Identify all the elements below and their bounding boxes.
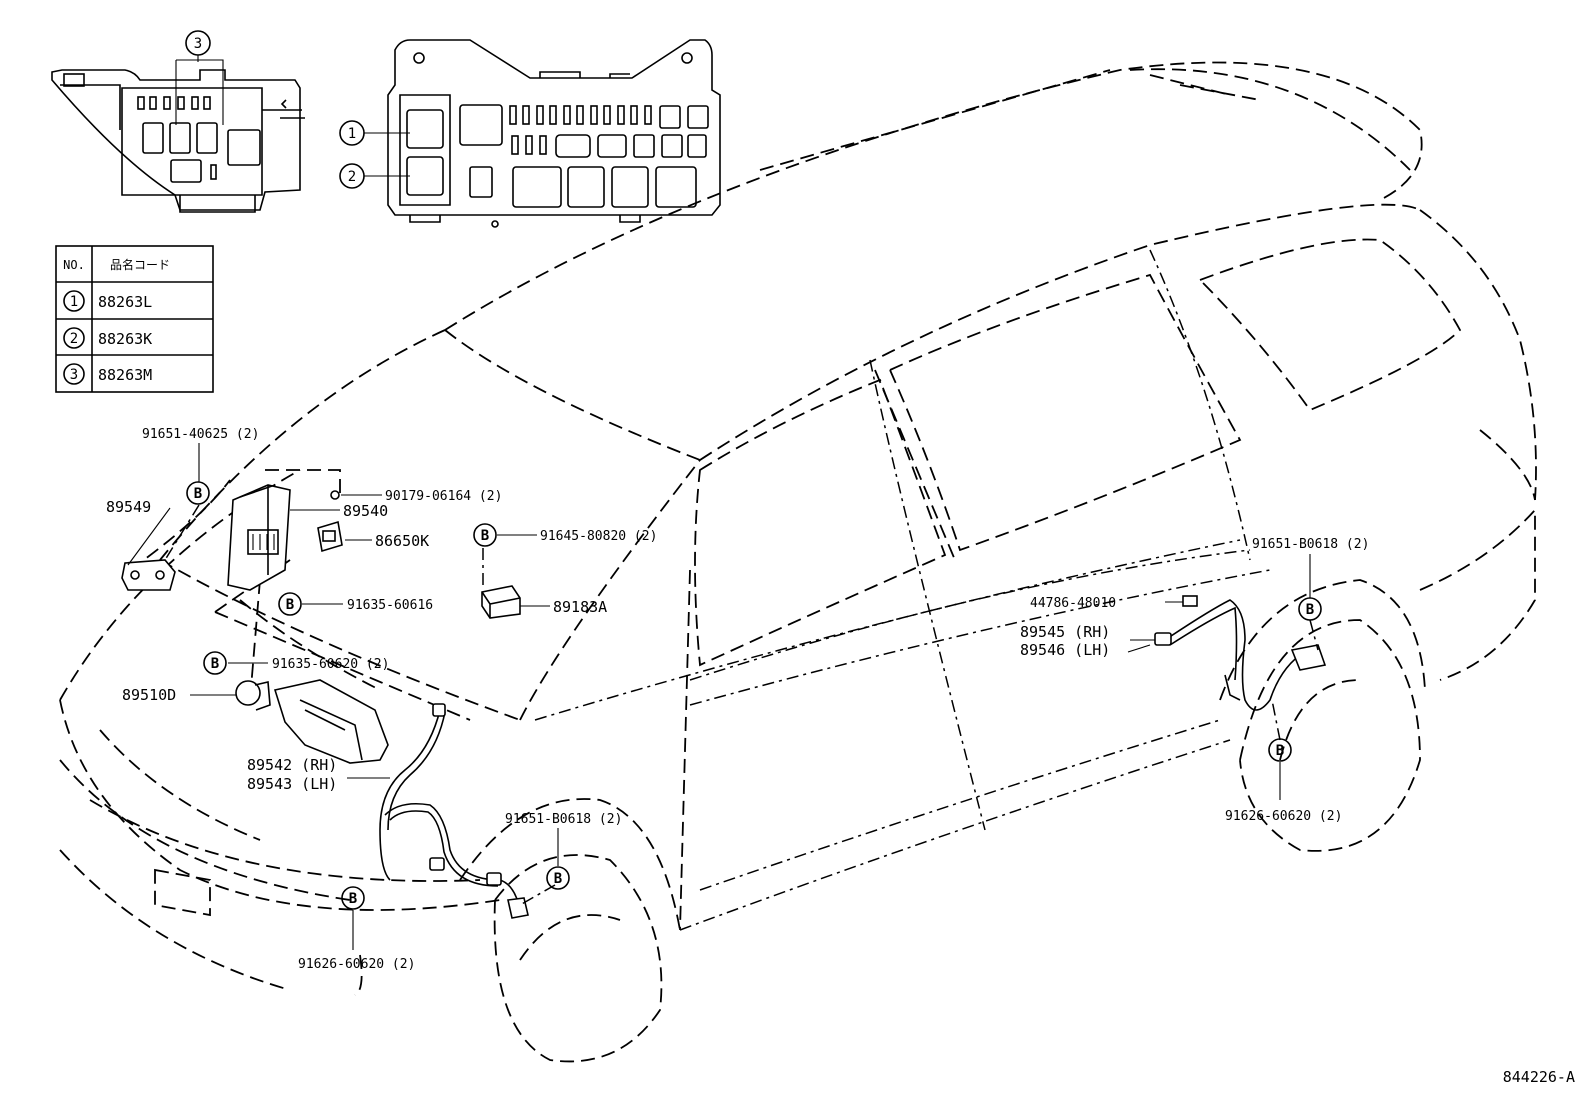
bolt-b-6-circle	[341, 886, 365, 910]
callout-3: 3	[194, 36, 202, 52]
label-91626-60620-rear: 91626-60620 (2)	[1225, 809, 1342, 824]
abs-ecu-assembly	[121, 484, 521, 764]
junction-block-center	[387, 39, 721, 228]
bolt-b-4: B	[481, 528, 489, 544]
bolt-b-7: B	[1306, 602, 1314, 618]
bolt-b-2: B	[286, 597, 294, 613]
bolt-b-8: B	[1276, 743, 1284, 759]
label-90179-06164: 90179-06164 (2)	[385, 489, 502, 504]
legend-row-2-code: 88263K	[98, 330, 152, 348]
callout-2: 2	[348, 169, 356, 185]
bolt-b-4-circle	[473, 523, 497, 547]
label-89549: 89549	[106, 498, 151, 516]
front-abs-harness	[379, 703, 529, 919]
callout-1: 1	[348, 126, 356, 142]
label-44786-48010: 44786-48010	[1030, 596, 1116, 611]
label-89542-rh: 89542 (RH)	[247, 756, 337, 774]
label-89543-lh: 89543 (LH)	[247, 775, 337, 793]
legend-row-3-circle	[63, 363, 85, 385]
label-86650K: 86650K	[375, 532, 429, 550]
legend-row-2-no: 2	[70, 331, 78, 347]
label-91645-80820: 91645-80820 (2)	[540, 529, 657, 544]
bolt-b-3: B	[211, 656, 219, 672]
bolt-b-2-circle	[278, 592, 302, 616]
bolt-b-8-circle	[1268, 738, 1292, 762]
legend-table	[55, 245, 214, 393]
label-91635-60616: 91635-60616	[347, 598, 433, 613]
legend-row-3-no: 3	[70, 367, 78, 383]
bolt-b-5: B	[554, 871, 562, 887]
label-89510D: 89510D	[122, 686, 176, 704]
bolt-markers: B B B B B B B B	[186, 481, 1322, 910]
label-91626-60620-front: 91626-60620 (2)	[298, 957, 415, 972]
label-89545-rh: 89545 (RH)	[1020, 623, 1110, 641]
diagram-id: 844226-A	[1503, 1068, 1575, 1086]
legend-header-no: NO.	[63, 258, 85, 272]
bolt-b-1-circle	[186, 481, 210, 505]
vehicle-outline	[59, 61, 1537, 1063]
legend-row-3-code: 88263M	[98, 366, 152, 384]
junction-block-left	[51, 59, 305, 213]
legend-row-1-no: 1	[70, 294, 78, 310]
legend-row-1-circle	[63, 290, 85, 312]
bolt-b-5-circle	[546, 866, 570, 890]
bolt-b-3-circle	[203, 651, 227, 675]
bolt-b-1: B	[194, 486, 202, 502]
legend-header-code: 品名コード	[110, 257, 170, 272]
bolt-b-7-circle	[1298, 597, 1322, 621]
legend-row-1-code: 88263L	[98, 293, 152, 311]
label-89183A: 89183A	[553, 598, 607, 616]
leader-lines	[127, 443, 1319, 996]
label-89546-lh: 89546 (LH)	[1020, 641, 1110, 659]
rear-abs-harness	[1154, 595, 1327, 711]
label-91635-60620: 91635-60620 (2)	[272, 657, 389, 672]
label-91651-40625: 91651-40625 (2)	[142, 427, 259, 442]
legend-row-2-circle	[63, 327, 85, 349]
label-91651-B0618-rear: 91651-B0618 (2)	[1252, 537, 1369, 552]
bolt-b-6: B	[349, 891, 357, 907]
label-91651-B0618-front: 91651-B0618 (2)	[505, 812, 622, 827]
label-89540: 89540	[343, 502, 388, 520]
